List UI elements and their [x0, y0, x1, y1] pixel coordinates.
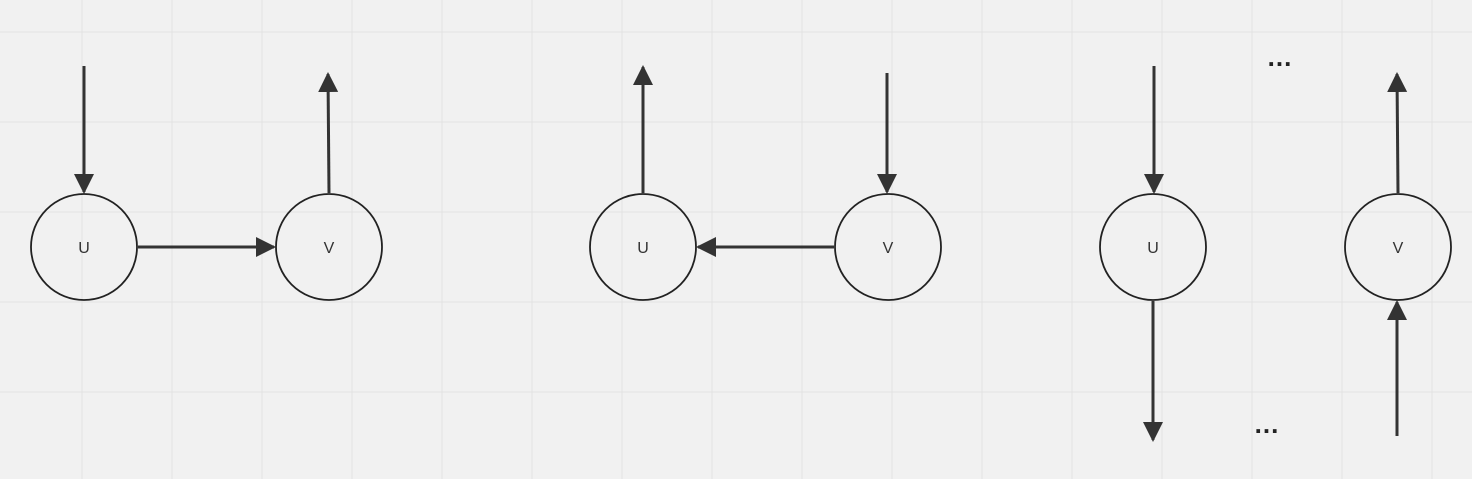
node-v[interactable]	[834, 193, 942, 301]
diagram-2: U V	[589, 65, 942, 301]
node-v-label: V	[324, 240, 335, 257]
node-u[interactable]	[30, 193, 138, 301]
node-v-label: V	[883, 240, 894, 257]
v-outgoing-up-arrow	[1387, 72, 1408, 194]
node-u-label: U	[1147, 240, 1159, 257]
node-v[interactable]	[275, 193, 383, 301]
node-u-label: U	[637, 240, 649, 257]
node-u-label: U	[78, 240, 90, 257]
v-outgoing-arrow	[318, 72, 339, 194]
node-u[interactable]	[1099, 193, 1207, 301]
diagram-1: U V	[30, 66, 383, 301]
diagram-3: U ... ... V	[1099, 42, 1452, 442]
ellipsis-top: ...	[1268, 42, 1293, 72]
ellipsis-bottom: ...	[1255, 409, 1280, 439]
node-v-label: V	[1393, 240, 1404, 257]
